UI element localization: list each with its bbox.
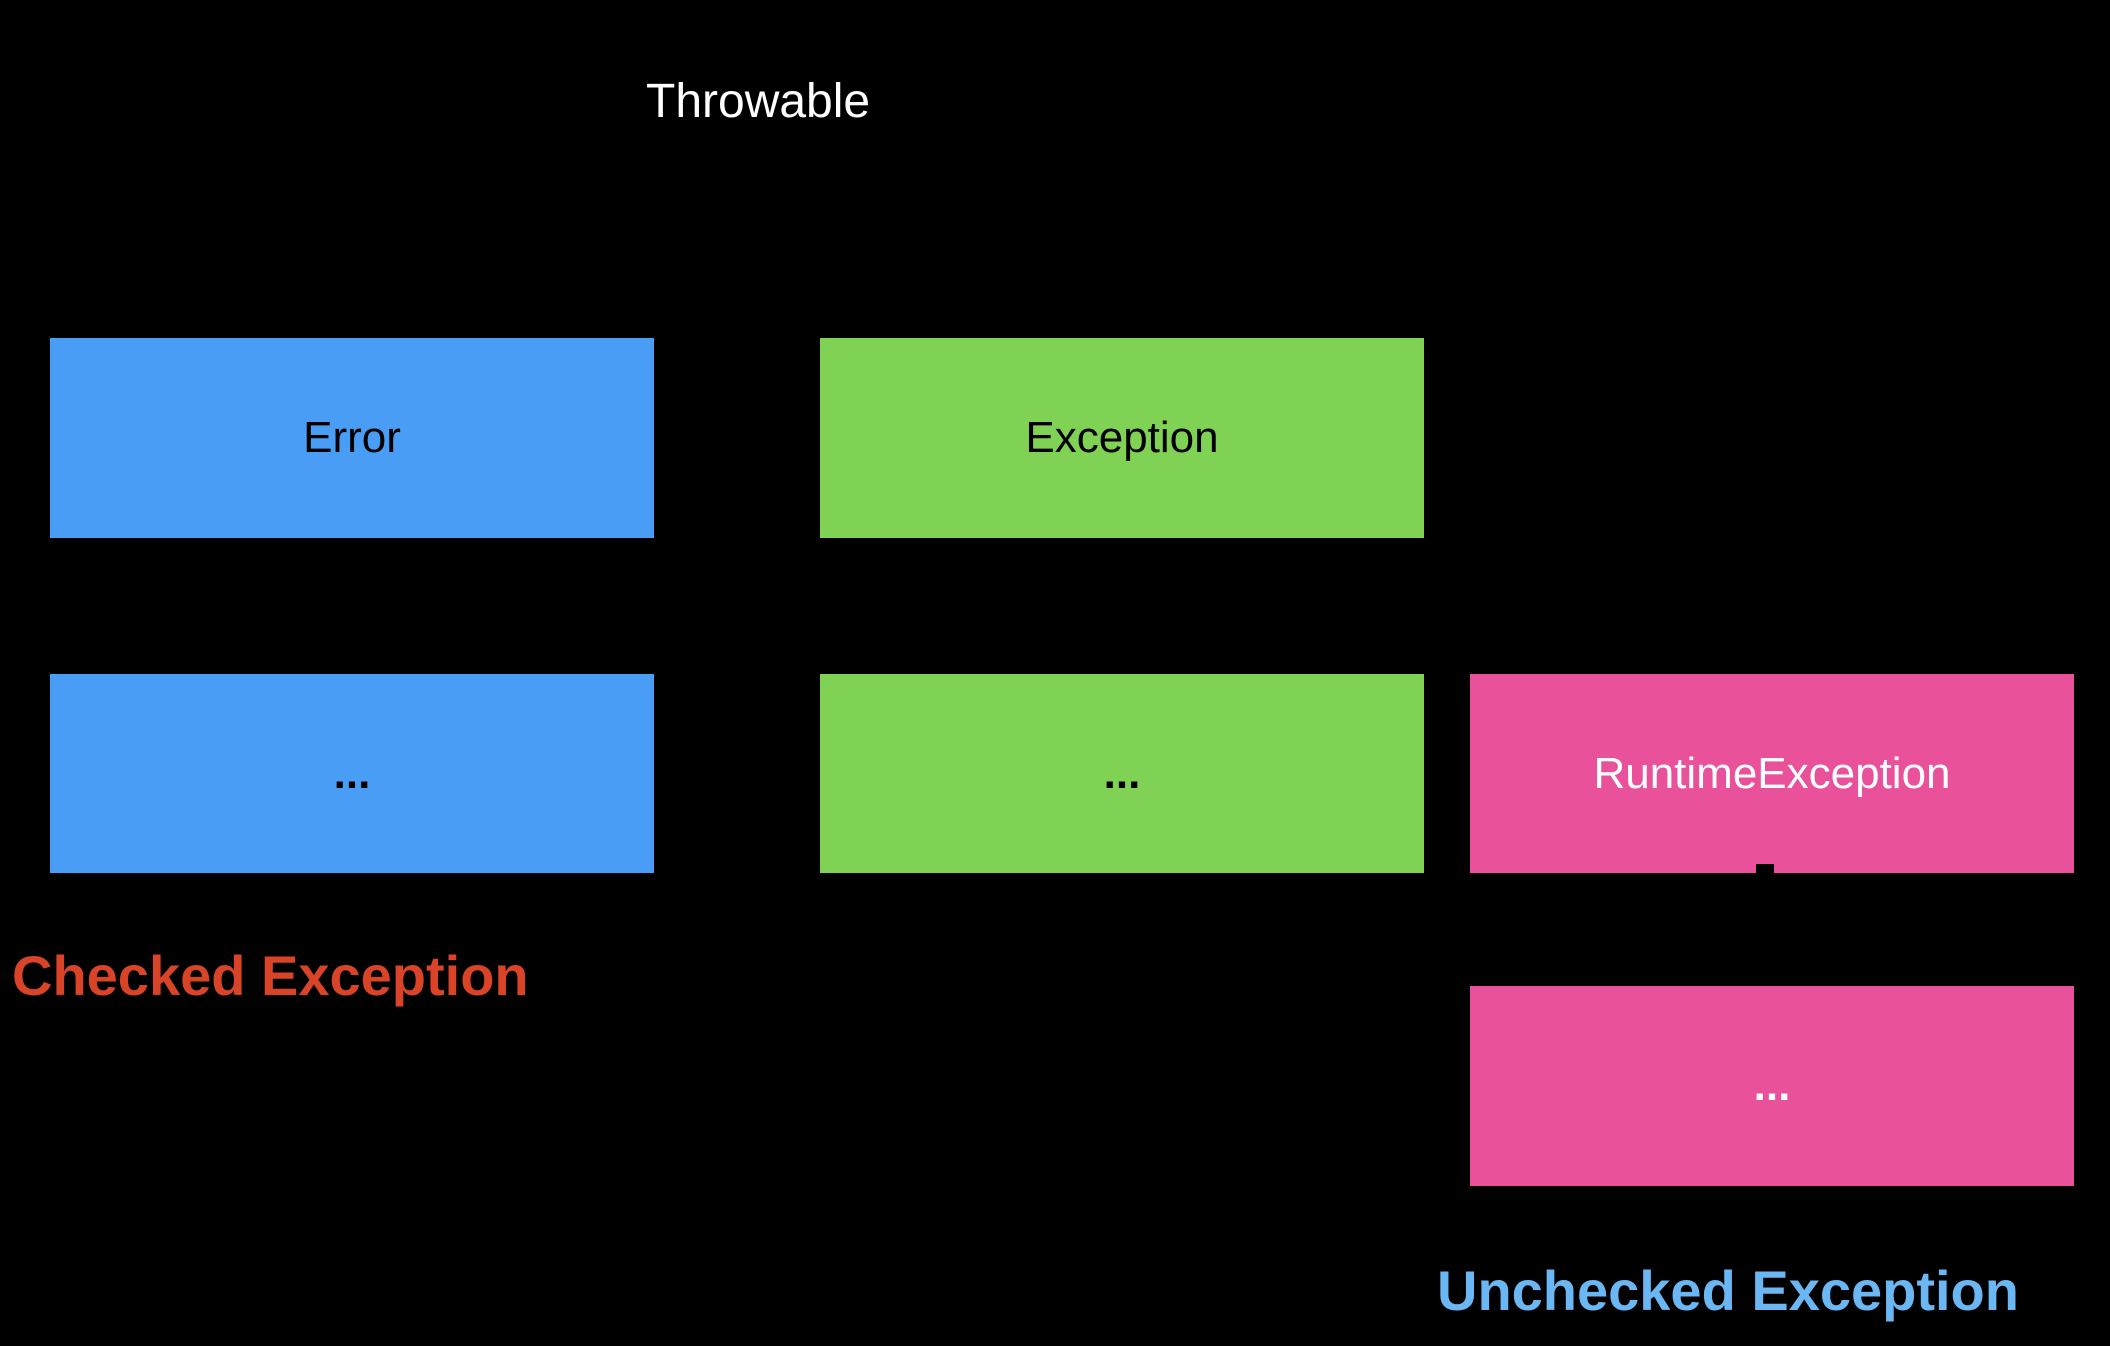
error-node-label: Error [303, 413, 401, 462]
throwable-class-label: Throwable [646, 75, 871, 128]
exception-subclasses-ellipsis-node: ... [820, 674, 1424, 873]
checked-exception-annotation: Checked Exception [12, 944, 529, 1007]
runtime-exception-class-node: RuntimeException [1470, 674, 2074, 873]
exception-node-label: Exception [1025, 413, 1219, 462]
runtime-subclasses-ellipsis-node: ... [1470, 986, 2074, 1186]
error-class-node: Error [50, 338, 654, 538]
connector-arrow-tip [1756, 864, 1774, 874]
unchecked-exception-annotation: Unchecked Exception [1437, 1259, 2019, 1322]
error-subclasses-ellipsis-node: ... [50, 674, 654, 873]
runtime-subclasses-ellipsis-label: ... [1753, 1061, 1791, 1110]
exception-class-node: Exception [820, 338, 1424, 538]
error-subclasses-ellipsis-label: ... [333, 748, 371, 798]
runtime-exception-node-label: RuntimeException [1593, 748, 1951, 798]
exception-subclasses-ellipsis-label: ... [1103, 748, 1141, 798]
